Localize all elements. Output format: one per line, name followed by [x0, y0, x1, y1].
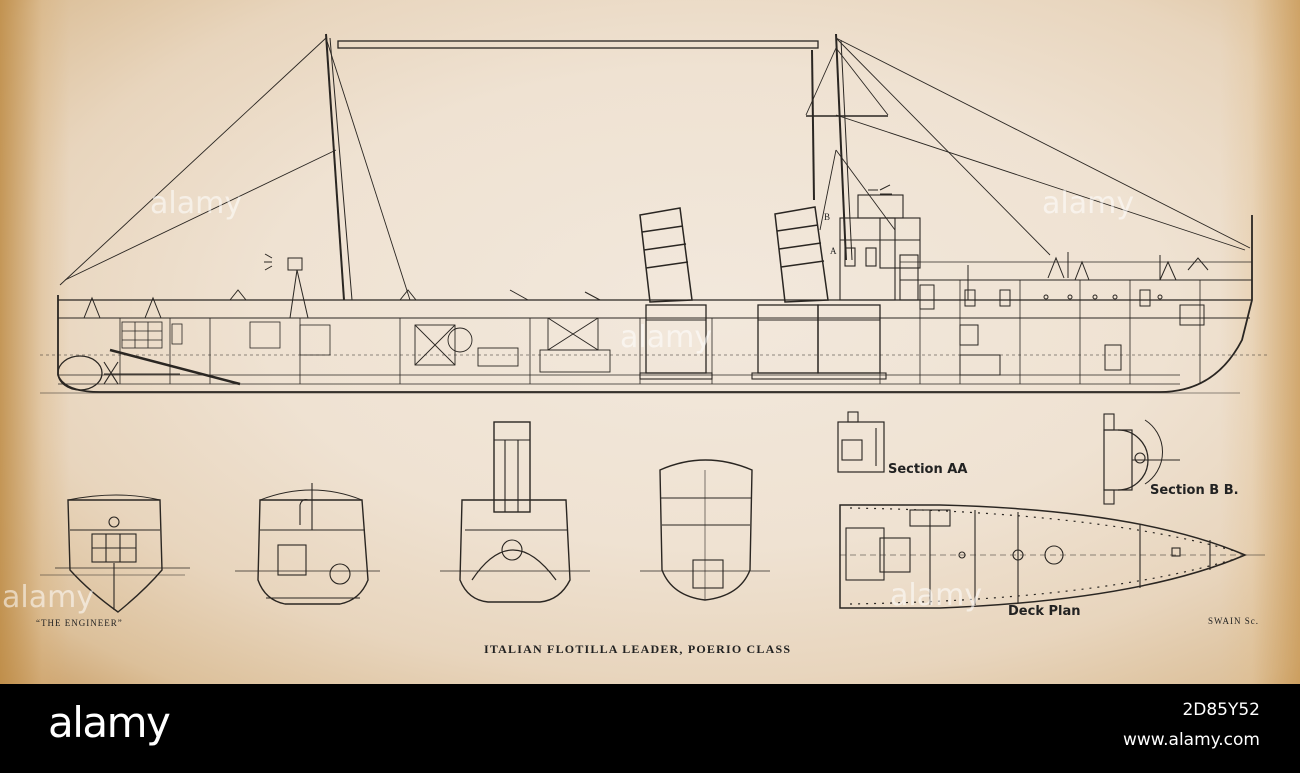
marker-b: B	[824, 212, 832, 222]
marker-a: A	[830, 246, 838, 256]
engraver-credit: SWAIN Sc.	[1208, 616, 1259, 626]
watermark: alamy	[2, 580, 95, 615]
bridge	[839, 194, 921, 301]
engraving-plate: Section AA Section B B. Deck Plan A B “T…	[0, 0, 1300, 684]
searchlight-platforms	[264, 184, 892, 319]
engine-room	[414, 317, 611, 373]
boiler-room-2	[751, 304, 887, 380]
watermark: alamy	[620, 320, 713, 355]
rigging	[59, 37, 1251, 301]
cross-section-engine	[235, 483, 380, 605]
funnel-fore	[639, 207, 693, 303]
plate-caption: ITALIAN FLOTILLA LEADER, POERIO CLASS	[484, 642, 792, 656]
footer-bar: alamy 2D85Y52 www.alamy.com	[0, 684, 1300, 773]
forecastle	[919, 284, 1205, 376]
fore-mast	[325, 33, 345, 301]
deck-plan-label: Deck Plan	[1008, 604, 1081, 619]
section-bb-label: Section B B.	[1150, 483, 1239, 498]
cross-section-stern	[40, 494, 190, 613]
funnel-aft	[774, 206, 829, 303]
cross-section-boiler	[440, 421, 590, 603]
rudder	[57, 355, 103, 391]
ship-drawing	[40, 33, 1270, 613]
watermark: alamy	[150, 186, 243, 221]
main-mast	[835, 33, 847, 261]
alamy-logo[interactable]: alamy	[48, 698, 171, 747]
deck-plan-drawing	[839, 504, 1265, 609]
boiler-room-1	[639, 304, 713, 380]
paper-stain-right	[1220, 0, 1300, 684]
section-aa-drawing	[837, 411, 885, 473]
cross-section-bow	[640, 459, 770, 601]
watermark: alamy	[890, 578, 983, 613]
publisher-credit: “THE ENGINEER”	[36, 618, 123, 628]
site-link[interactable]: www.alamy.com	[1122, 730, 1260, 750]
watermark: alamy	[1042, 186, 1135, 221]
image-id: 2D85Y52	[1182, 700, 1260, 720]
section-aa-label: Section AA	[888, 462, 968, 477]
propeller	[103, 361, 119, 385]
hull-outline	[57, 215, 1253, 393]
deck-fittings	[83, 252, 1209, 319]
aft-cabins	[121, 321, 331, 356]
wireless-aerial	[337, 40, 819, 49]
side-elevation	[40, 33, 1270, 394]
section-bb-drawing	[1103, 413, 1180, 505]
